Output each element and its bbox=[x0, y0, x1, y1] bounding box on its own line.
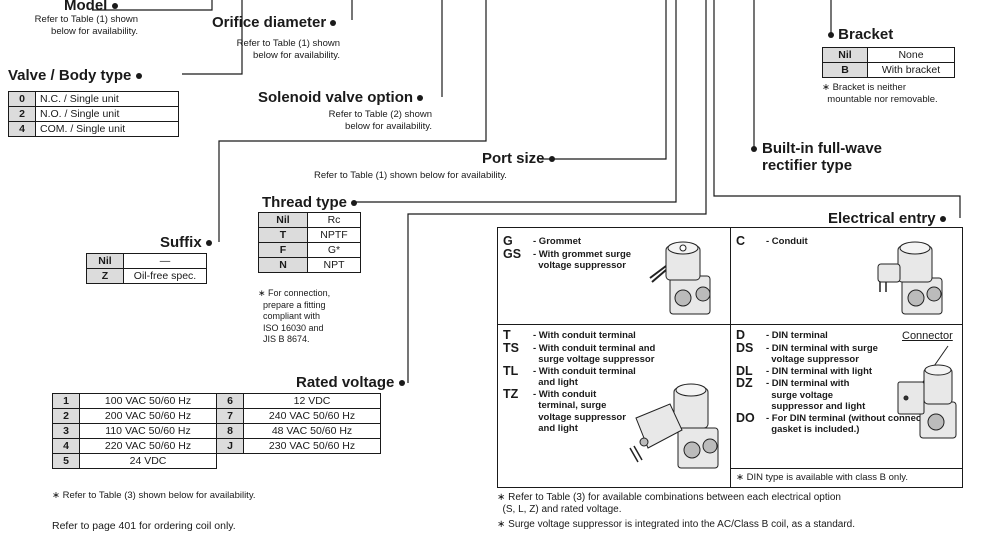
bracket-title: Bracket bbox=[828, 26, 893, 43]
connector-label: Connector bbox=[902, 330, 953, 342]
option-tl: TL- With conduit terminal and light bbox=[503, 363, 636, 388]
suffix-title: Suffix bbox=[160, 234, 212, 251]
model-note: Refer to Table (1) shown below for avail… bbox=[34, 14, 138, 37]
grommet-valve-icon bbox=[649, 241, 711, 315]
cell-conduit: C- Conduit bbox=[736, 234, 808, 249]
electrical-dot-icon bbox=[939, 216, 946, 223]
solenoid-note: Refer to Table (2) shown below for avail… bbox=[328, 109, 432, 132]
model-dot-icon bbox=[111, 3, 118, 10]
valve-leader bbox=[182, 0, 243, 75]
option-t: T- With conduit terminal bbox=[503, 328, 636, 342]
option-dz: DZ- DIN terminal with surge voltage supp… bbox=[736, 376, 866, 412]
option-dl: DL- DIN terminal with light bbox=[736, 363, 873, 378]
option-gs: GS- With grommet surge voltage suppresso… bbox=[503, 246, 632, 271]
rated-leader bbox=[407, 0, 707, 383]
divider bbox=[731, 468, 962, 469]
cell-din-terminal: D- DIN terminal DS- DIN terminal with su… bbox=[736, 328, 936, 436]
rectifier-dot-icon bbox=[751, 146, 757, 153]
option-g: G- Grommet bbox=[503, 234, 582, 248]
electrical-title: Electrical entry bbox=[828, 210, 946, 227]
cell-grommet: G- Grommet GS- With grommet surge voltag… bbox=[503, 234, 632, 272]
option-ts: TS- With conduit terminal and surge volt… bbox=[503, 340, 656, 365]
bracket-dot-icon bbox=[828, 32, 834, 39]
model-leader bbox=[92, 0, 213, 11]
bracket-note: ∗ Bracket is neither mountable nor remov… bbox=[822, 82, 938, 105]
din-note: ∗ DIN type is available with class B onl… bbox=[736, 472, 908, 483]
orifice-note: Refer to Table (1) shown below for avail… bbox=[236, 38, 340, 61]
option-do: DO- For DIN terminal (without connector,… bbox=[736, 410, 936, 435]
suffix-dot-icon bbox=[205, 240, 212, 247]
option-tz: TZ- With conduit terminal, surge voltage… bbox=[503, 386, 626, 434]
suffix-leader bbox=[218, 0, 487, 242]
coil-note: Refer to page 401 for ordering coil only… bbox=[52, 520, 236, 532]
footnote-1: ∗ Refer to Table (3) for available combi… bbox=[497, 492, 841, 515]
port-dot-icon bbox=[548, 156, 555, 163]
thread-dot-icon bbox=[351, 200, 358, 207]
conduit-terminal-valve-icon bbox=[629, 383, 719, 469]
port-leader bbox=[540, 0, 667, 160]
cell-conduit-terminal: T- With conduit terminal TS- With condui… bbox=[503, 328, 656, 435]
conduit-valve-icon bbox=[877, 241, 943, 315]
orifice-dot-icon bbox=[330, 20, 337, 27]
valve-dot-icon bbox=[135, 73, 142, 80]
rectifier-title bbox=[751, 140, 757, 157]
rectifier-text: Built-in full-wave rectifier type bbox=[762, 140, 882, 174]
divider bbox=[730, 228, 731, 487]
model-title: Model bbox=[64, 0, 118, 14]
table-row: Nil— bbox=[86, 253, 207, 269]
option-ds: DS- DIN terminal with surge voltage supp… bbox=[736, 340, 878, 365]
thread-leader bbox=[352, 0, 677, 203]
option-d: D- DIN terminal bbox=[736, 328, 828, 342]
solenoid-dot-icon bbox=[417, 95, 424, 102]
din-valve-icon bbox=[897, 345, 957, 439]
solenoid-title: Solenoid valve option bbox=[258, 89, 424, 106]
electrical-leader bbox=[713, 0, 961, 218]
rated-dot-icon bbox=[398, 380, 405, 387]
divider bbox=[498, 324, 962, 325]
rated-voltage-title: Rated voltage bbox=[296, 374, 405, 391]
rated-voltage-note: ∗ Refer to Table (3) shown below for ava… bbox=[52, 490, 256, 501]
thread-note: ∗ For connection, prepare a fitting comp… bbox=[258, 288, 331, 344]
valve-body-title: Valve / Body type bbox=[8, 67, 142, 84]
port-size-title: Port size bbox=[482, 150, 555, 167]
footnote-2: ∗ Surge voltage suppressor is integrated… bbox=[497, 519, 856, 530]
port-size-note: Refer to Table (1) shown below for avail… bbox=[314, 170, 507, 181]
electrical-entry-box: G- Grommet GS- With grommet surge voltag… bbox=[497, 227, 963, 488]
thread-title: Thread type bbox=[262, 194, 358, 211]
option-c: C- Conduit bbox=[736, 234, 808, 248]
orifice-title: Orifice diameter bbox=[212, 14, 337, 31]
